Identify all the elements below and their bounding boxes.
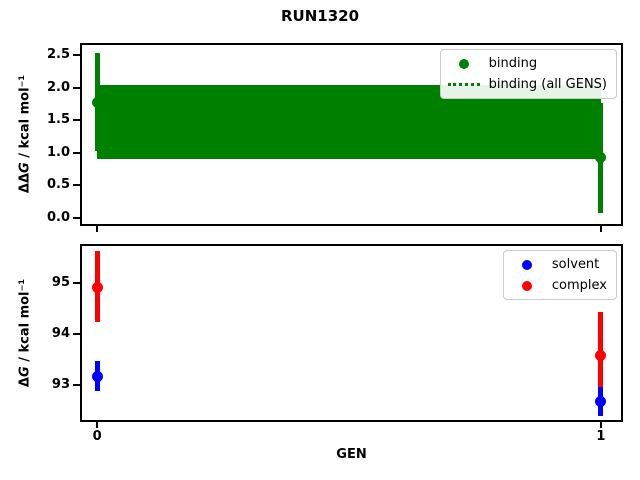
y-tick-label: 1.5: [46, 112, 70, 128]
dotted-line-icon: [447, 83, 480, 86]
binding-marker-gen1: [595, 152, 607, 164]
bottom-legend: solvent complex: [502, 250, 617, 300]
units-text: / kcal mol⁻¹: [17, 278, 33, 367]
legend-label: complex: [551, 277, 607, 293]
y-tick: [73, 184, 80, 187]
top-axes-binding: 0.0 0.5 1.0 1.5 2.0 2.5 binding binding (all GE…: [47, 43, 623, 232]
y-tick-label: 93: [51, 376, 70, 392]
y-tick-label: 95: [51, 275, 70, 291]
y-tick-label: 94: [51, 326, 70, 342]
binding-dot-icon: [448, 58, 480, 69]
legend-item-complex: complex: [511, 275, 607, 296]
x-tick: [599, 226, 602, 232]
x-axis-label: GEN: [336, 447, 367, 462]
binding-marker-icon: [458, 58, 469, 69]
complex-marker-icon: [521, 280, 532, 291]
solvent-marker-gen1: [595, 395, 607, 407]
g-symbol: G: [17, 366, 33, 378]
legend-label: binding: [488, 55, 538, 71]
legend-label: binding (all GENS): [488, 76, 607, 92]
y-tick-label: 0.0: [46, 209, 70, 225]
bottom-axes-free-energy: 93 94 95 0 1 solvent complex: [52, 244, 623, 444]
x-tick-label: 0: [92, 429, 102, 444]
legend-item-binding: binding: [448, 53, 607, 74]
x-tick: [96, 226, 99, 232]
solvent-dot-icon: [511, 259, 543, 270]
solvent-marker-icon: [521, 259, 532, 270]
top-legend: binding binding (all GENS): [439, 49, 617, 99]
units-text: / kcal mol⁻¹: [17, 74, 33, 163]
solvent-marker-gen0: [91, 370, 103, 382]
complex-marker-gen0: [91, 281, 103, 293]
dotted-line-icon: [447, 83, 480, 86]
legend-item-binding-all-gens-: binding (all GENS): [447, 74, 607, 95]
y-tick-label: 2.0: [46, 79, 70, 95]
complex-dot-icon: [511, 280, 543, 291]
figure-title: RUN1320: [280, 7, 360, 25]
bottom-y-axis-label: ΔG / kcal mol⁻¹: [18, 279, 33, 387]
delta-symbol: ΔΔ: [17, 172, 33, 194]
y-tick: [73, 282, 80, 285]
top-y-axis-label: ΔΔG / kcal mol⁻¹: [18, 75, 33, 193]
binding-marker-gen0: [91, 96, 103, 108]
complex-marker-gen1: [595, 349, 607, 361]
legend-label: solvent: [551, 256, 600, 272]
y-tick: [73, 151, 80, 154]
y-tick-label: 1.0: [46, 144, 70, 160]
delta-symbol: Δ: [17, 377, 33, 388]
y-tick: [73, 333, 80, 336]
y-tick-label: 0.5: [46, 177, 70, 193]
x-tick: [599, 422, 602, 428]
legend-item-solvent: solvent: [511, 254, 607, 275]
y-tick: [73, 216, 80, 219]
y-tick: [73, 86, 80, 89]
g-symbol: G: [17, 162, 33, 173]
y-tick: [73, 119, 80, 122]
x-tick: [96, 422, 99, 428]
y-tick-label: 2.5: [46, 47, 70, 63]
y-tick: [73, 383, 80, 386]
x-tick-label: 1: [596, 429, 606, 444]
y-tick: [73, 54, 80, 57]
